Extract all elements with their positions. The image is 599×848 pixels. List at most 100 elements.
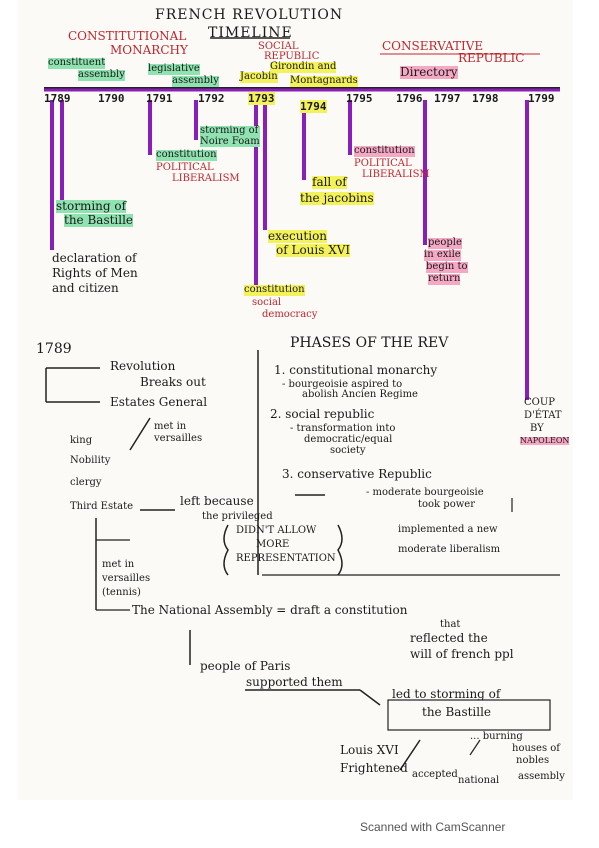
montagnards-label: Montagnards [290, 75, 358, 87]
event-the-jacobins: the jacobins [300, 191, 374, 205]
event-napoleon: NAPOLEON [520, 436, 570, 446]
year-1789: 1789 [44, 92, 71, 105]
notes-1789: 1789 [36, 341, 72, 357]
event-constitution-social: constitution [244, 284, 305, 296]
year-1797: 1797 [434, 92, 461, 105]
event-declaration-1: declaration of [52, 251, 137, 265]
year-1796: 1796 [396, 92, 423, 105]
phase-1b: abolish Ancien Regime [302, 389, 418, 400]
event-storming-noire: storming of Noire Foam [200, 125, 260, 147]
notes-king: king [70, 435, 93, 446]
event-political-1795: POLITICAL [354, 158, 412, 169]
camscanner-footer: Scanned with CamScanner [360, 820, 506, 834]
notes-versailles: versailles [154, 433, 203, 444]
title-line2: TIMELINE [208, 25, 293, 41]
constituent-assembly-label: assembly [78, 69, 125, 81]
notes-more: MORE [256, 539, 290, 550]
phase-3d: moderate liberalism [398, 544, 501, 555]
phase-3: 3. conservative Republic [282, 467, 432, 481]
event-social: social [252, 297, 282, 308]
period-cons-republic: REPUBLIC [458, 51, 525, 65]
notes-estates-general: Estates General [110, 395, 208, 409]
year-1794: 1794 [300, 100, 327, 113]
notes-revolution: Revolution [110, 359, 176, 373]
event-execution: execution [268, 229, 328, 243]
legislative-assembly-label: assembly [172, 75, 219, 87]
year-1792: 1792 [198, 92, 225, 105]
directory-label: Directory [400, 65, 458, 79]
title-line1: FRENCH REVOLUTION [155, 7, 344, 23]
notes-national: national [458, 775, 500, 786]
event-detat: D'ÉTAT [524, 410, 562, 421]
period-monarchy: MONARCHY [110, 43, 188, 57]
period-constitutional: CONSTITUTIONAL [68, 29, 187, 43]
constituent-label: constituent [48, 57, 106, 69]
event-in-exile: in exile [424, 249, 461, 261]
notes-left-because: left because [180, 494, 254, 508]
event-people: people [428, 237, 462, 249]
notes-representation: REPRESENTATION [236, 553, 336, 564]
notes-accepted: accepted [412, 769, 458, 780]
notes-led-storming: led to storming of [392, 687, 501, 701]
notes-versailles-2: versailles [102, 573, 151, 584]
notes-that: that [440, 619, 461, 630]
notes-clergy: clergy [70, 477, 102, 488]
girondin-label: Girondin and [270, 61, 337, 73]
phase-2: 2. social republic [270, 407, 375, 421]
phases-heading: PHASES OF THE REV [290, 335, 449, 351]
year-1795: 1795 [346, 92, 373, 105]
phase-2b: democratic/equal [304, 434, 393, 445]
event-democracy: democracy [262, 309, 318, 320]
notes-third-estate: Third Estate [70, 501, 134, 512]
notes-burning-3: nobles [516, 755, 550, 766]
event-declaration-3: and citizen [52, 281, 119, 295]
notes-reflected: reflected the [410, 631, 488, 645]
event-declaration-2: Rights of Men [52, 266, 138, 280]
event-begin-to: begin to [426, 261, 468, 273]
notes-supported: supported them [246, 675, 343, 689]
notes-will: will of french ppl [410, 647, 514, 661]
event-coup: COUP [524, 397, 556, 408]
legislative-label: legislative [148, 63, 200, 75]
phase-2a: - transformation into [290, 423, 396, 434]
phase-1a: - bourgeoisie aspired to [282, 379, 403, 390]
year-1798: 1798 [472, 92, 499, 105]
event-constitution-1795: constitution [354, 145, 415, 157]
phase-3a: - moderate bourgeoisie [366, 487, 484, 498]
year-1799: 1799 [528, 92, 555, 105]
event-constitution-1791: constitution [156, 149, 217, 161]
period-republic: REPUBLIC [264, 51, 320, 62]
notes-tennis: (tennis) [102, 587, 141, 598]
event-fall-of: fall of [312, 175, 347, 189]
notes-met-in-2: met in [102, 559, 135, 570]
phase-3b: took power [418, 499, 475, 510]
event-of-louis: of Louis XVI [276, 243, 351, 257]
jacobin-label: Jacobin [240, 71, 278, 83]
notes-national-assembly: The National Assembly = draft a constitu… [132, 603, 408, 617]
event-storming-bastille-2: the Bastille [64, 213, 134, 227]
event-by: BY [530, 423, 544, 434]
event-liberalism-1791: LIBERALISM [172, 173, 240, 184]
event-political-1791: POLITICAL [156, 162, 214, 173]
notes-privileged: the privileged [202, 511, 273, 522]
phase-1: 1. constitutional monarchy [274, 363, 438, 377]
notes-the-bastille: the Bastille [422, 705, 492, 719]
notes-met-in: met in [154, 421, 187, 432]
notes-burning-2: houses of [512, 743, 560, 754]
period-conservative: CONSERVATIVE [382, 39, 484, 53]
scanned-page [18, 0, 573, 800]
notes-frightened: Frightened [340, 761, 408, 775]
event-return: return [428, 273, 461, 285]
year-1793: 1793 [248, 92, 275, 105]
year-1790: 1790 [98, 92, 125, 105]
event-liberalism-1795: LIBERALISM [362, 169, 430, 180]
event-storming-bastille-1: storming of [56, 199, 127, 213]
notes-assembly: assembly [518, 771, 565, 782]
phase-2c: society [330, 445, 366, 456]
notes-people-paris: people of Paris [200, 659, 291, 673]
notes-louis: Louis XVI [340, 743, 399, 757]
notes-didnt-allow: DIDN'T ALLOW [236, 525, 317, 536]
notes-nobility: Nobility [70, 455, 111, 466]
phase-3c: implemented a new [398, 524, 498, 535]
